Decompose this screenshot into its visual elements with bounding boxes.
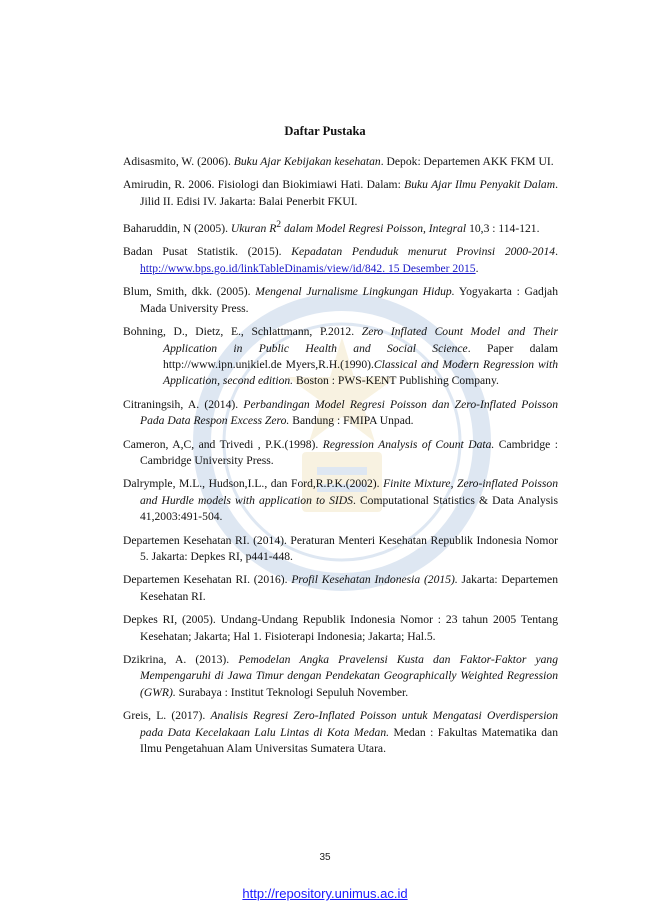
reference-entry: Dalrymple, M.L., Hudson,I.L., dan Ford,R… xyxy=(123,477,559,524)
reference-entry: Adisasmito, W. (2006). Buku Ajar Kebijak… xyxy=(123,155,554,168)
reference-entry: Citraningsih, A. (2014). Perbandingan Mo… xyxy=(123,397,558,428)
page-title: Daftar Pustaka xyxy=(284,124,366,138)
reference-list: Adisasmito, W. (2006). Buku Ajar Kebijak… xyxy=(123,154,558,764)
reference-entry: Departemen Kesehatan RI. (2014). Peratur… xyxy=(123,533,558,563)
reference-entry: Departemen Kesehatan RI. (2016). Profil … xyxy=(123,573,558,603)
reference-link[interactable]: http://www.bps.go.id/linkTableDinamis/vi… xyxy=(140,261,476,275)
repository-footer-link[interactable]: http://repository.unimus.ac.id xyxy=(242,886,408,901)
reference-entry: Baharuddin, N (2005). Ukuran R2 dalam Mo… xyxy=(123,219,540,236)
reference-entry: Blum, Smith, dkk. (2005). Mengenal Jurna… xyxy=(123,285,558,315)
reference-entry: Bohning, D., Dietz, E., Schlattmann, P.2… xyxy=(123,325,559,388)
university-seal-watermark xyxy=(193,293,491,591)
reference-entry: Cameron, A,C, and Trivedi , P.K.(1998). … xyxy=(123,437,558,467)
reference-entry: Dzikrina, A. (2013). Pemodelan Angka Pra… xyxy=(123,653,558,699)
reference-entry: Amirudin, R. 2006. Fisiologi dan Biokimi… xyxy=(123,178,559,208)
reference-entry: Greis, L. (2017). Analisis Regresi Zero-… xyxy=(123,709,559,756)
reference-entry: Depkes RI, (2005). Undang-Undang Republi… xyxy=(123,613,558,643)
reference-entry: Badan Pusat Statistik. (2015). Kepadatan… xyxy=(123,245,558,275)
page-number: 35 xyxy=(319,852,331,863)
